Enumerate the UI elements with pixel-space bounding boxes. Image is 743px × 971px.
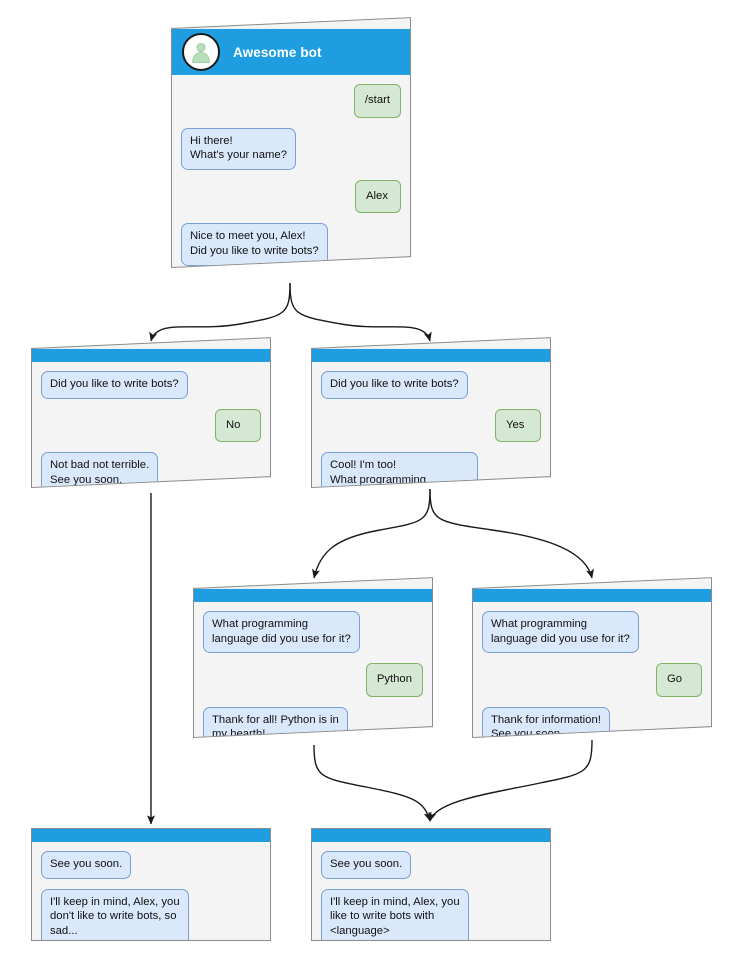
- message-row: Thank for information! See you soon.: [482, 706, 702, 738]
- message-row: Did you like to write bots?: [41, 370, 261, 399]
- node-yes-branch[interactable]: Did you like to write bots? Yes Cool! I'…: [311, 337, 551, 488]
- bot-message-bubble: Cool! I'm too! What programming language…: [321, 452, 478, 488]
- message-row: Cool! I'm too! What programming language…: [321, 452, 541, 488]
- message-row: I'll keep in mind, Alex, you don't like …: [41, 888, 261, 940]
- edge-root-to-yes: [289, 282, 432, 342]
- node-root-titlebar: Awesome bot: [172, 28, 410, 75]
- bot-message-bubble: What programming language did you use fo…: [482, 610, 639, 654]
- bot-message-bubble: Thank for all! Python is in my hearth! S…: [203, 706, 348, 738]
- message-row: No: [41, 408, 261, 443]
- bot-message-bubble: I'll keep in mind, Alex, you don't like …: [41, 888, 189, 940]
- node-end-no-titlebar: [32, 829, 270, 842]
- edge-yes-to-go: [429, 488, 594, 579]
- message-row: /start: [181, 83, 401, 118]
- user-message-bubble: Alex: [355, 179, 401, 214]
- node-python-branch-chat-body: What programming language did you use fo…: [194, 602, 432, 738]
- message-row: Go: [482, 663, 702, 697]
- bot-message-bubble: What programming language did you use fo…: [203, 610, 360, 654]
- edge-go-to-end-yes: [428, 739, 593, 822]
- node-go-branch-titlebar: [473, 588, 711, 602]
- node-yes-branch-chat-body: Did you like to write bots? Yes Cool! I'…: [312, 362, 550, 488]
- node-end-yes[interactable]: See you soon. I'll keep in mind, Alex, y…: [311, 828, 551, 941]
- message-row: What programming language did you use fo…: [482, 610, 702, 654]
- message-row: I'll keep in mind, Alex, you like to wri…: [321, 888, 541, 940]
- bot-message-bubble: See you soon.: [321, 851, 412, 879]
- message-row: Not bad not terrible. See you soon.: [41, 452, 261, 488]
- message-row: Hi there! What's your name?: [181, 127, 401, 170]
- message-row: Nice to meet you, Alex! Did you like to …: [181, 223, 401, 266]
- message-row: Thank for all! Python is in my hearth! S…: [203, 706, 423, 738]
- node-yes-branch-titlebar: [312, 348, 550, 362]
- person-avatar-icon: [182, 32, 220, 71]
- message-row: See you soon.: [41, 851, 261, 879]
- user-message-bubble: Yes: [495, 408, 541, 443]
- message-row: Did you like to write bots?: [321, 370, 541, 399]
- node-no-branch[interactable]: Did you like to write bots? No Not bad n…: [31, 337, 271, 488]
- bot-message-bubble: Thank for information! See you soon.: [482, 706, 610, 738]
- bot-message-bubble: Did you like to write bots?: [41, 370, 188, 399]
- node-end-yes-titlebar: [312, 829, 550, 842]
- bot-message-bubble: Hi there! What's your name?: [181, 127, 296, 170]
- message-row: What programming language did you use fo…: [203, 610, 423, 654]
- node-go-branch[interactable]: What programming language did you use fo…: [472, 577, 712, 738]
- message-row: Python: [203, 663, 423, 697]
- node-no-branch-titlebar: [32, 348, 270, 362]
- bot-message-bubble: Nice to meet you, Alex! Did you like to …: [181, 223, 328, 266]
- user-message-bubble: Go: [656, 663, 702, 697]
- message-row: Yes: [321, 408, 541, 443]
- message-row: Alex: [181, 179, 401, 214]
- user-message-bubble: Python: [365, 663, 423, 697]
- edge-yes-to-python: [311, 488, 431, 579]
- bot-message-bubble: I'll keep in mind, Alex, you like to wri…: [321, 888, 469, 940]
- message-row: See you soon.: [321, 851, 541, 879]
- node-root[interactable]: Awesome bot /start Hi there! What's your…: [171, 17, 411, 268]
- edge-root-to-no: [149, 282, 291, 342]
- bot-message-bubble: Did you like to write bots?: [321, 370, 468, 399]
- node-no-branch-chat-body: Did you like to write bots? No Not bad n…: [32, 362, 270, 488]
- user-message-bubble: No: [215, 408, 261, 443]
- bot-message-bubble: See you soon.: [41, 851, 132, 879]
- node-python-branch[interactable]: What programming language did you use fo…: [193, 577, 433, 738]
- bot-name-label: Awesome bot: [233, 44, 322, 60]
- node-go-branch-chat-body: What programming language did you use fo…: [473, 602, 711, 738]
- node-end-yes-chat-body: See you soon. I'll keep in mind, Alex, y…: [312, 842, 550, 940]
- node-root-chat-body: /start Hi there! What's your name? Alex …: [172, 75, 410, 266]
- node-python-branch-titlebar: [194, 588, 432, 602]
- bot-message-bubble: Not bad not terrible. See you soon.: [41, 452, 159, 488]
- node-end-no-chat-body: See you soon. I'll keep in mind, Alex, y…: [32, 842, 270, 940]
- node-end-no[interactable]: See you soon. I'll keep in mind, Alex, y…: [31, 828, 271, 941]
- edge-python-to-end-yes: [313, 744, 432, 822]
- user-message-bubble: /start: [353, 83, 401, 118]
